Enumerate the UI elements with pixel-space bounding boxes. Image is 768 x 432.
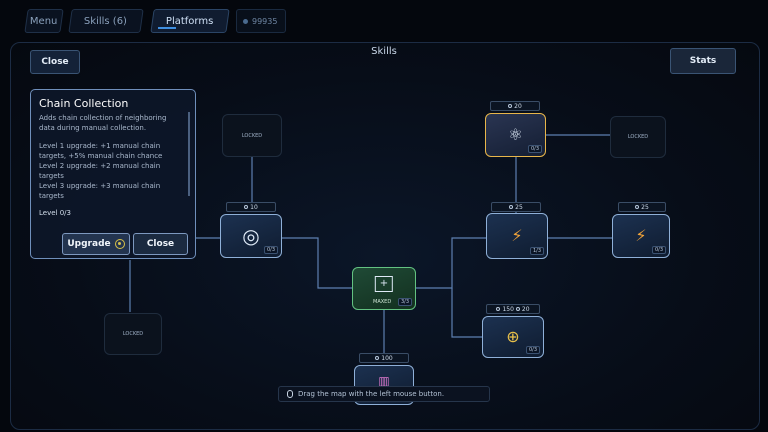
- top-bar: Menu Skills (6) Platforms 99935: [0, 0, 768, 40]
- target-skill-node[interactable]: ⊕ 0/3: [482, 316, 544, 358]
- tooltip-level-details: Level 1 upgrade: +1 manual chain targets…: [39, 142, 163, 200]
- locked-label: LOCKED: [241, 132, 263, 139]
- target-cost-value-b: 20: [521, 305, 530, 313]
- bolt-b-cost-badge: 25: [618, 202, 666, 212]
- chain-cost-value: 10: [250, 203, 258, 211]
- lightning-plus-icon: ⚡: [635, 226, 647, 245]
- core-chip-icon: +: [374, 276, 394, 293]
- bolt-a-cost-badge: 25: [491, 202, 541, 212]
- target-cost-badge: 150 20: [486, 304, 540, 314]
- link-chain-center: [282, 237, 352, 289]
- currency-icon: [635, 205, 640, 209]
- currency-icon: [243, 18, 248, 24]
- bolt-b-level-count: 0/3: [651, 246, 666, 254]
- core-level-count: 3/3: [397, 298, 412, 306]
- gold-cost-value: 20: [514, 102, 522, 110]
- locked-label: LOCKED: [122, 331, 144, 337]
- locked-label: LOCKED: [627, 134, 649, 140]
- locked-skill-node-top[interactable]: LOCKED: [222, 114, 282, 157]
- bolt-b-cost-value: 25: [641, 203, 649, 211]
- link-center-target: [451, 288, 482, 338]
- currency-icon: [496, 307, 501, 311]
- bottom-cost-value: 100: [381, 354, 393, 362]
- link-center-bolt: [416, 237, 486, 289]
- drag-hint: Drag the map with the left mouse button.: [278, 386, 490, 402]
- bolt-a-cost-value: 25: [515, 203, 523, 211]
- tooltip-scrollbar[interactable]: [188, 112, 190, 196]
- chain-collection-node[interactable]: ◎ 0/3: [220, 214, 282, 258]
- drag-hint-text: Drag the map with the left mouse button.: [298, 390, 445, 398]
- tooltip-level-status: Level 0/3: [39, 209, 71, 217]
- gold-level-count: 0/3: [527, 145, 542, 153]
- bars-icon: ▥: [378, 374, 390, 389]
- tooltip-title: Chain Collection: [39, 97, 129, 110]
- gold-cost-badge: 20: [490, 101, 540, 111]
- panel-title: Skills: [371, 46, 397, 57]
- chain-cost-badge: 10: [226, 202, 276, 212]
- core-skill-node[interactable]: + MAXED 3/3: [352, 267, 416, 310]
- locked-skill-node-left[interactable]: LOCKED: [104, 313, 162, 355]
- skill-tooltip: Chain Collection Adds chain collection o…: [30, 89, 196, 259]
- chain-level-count: 0/3: [263, 246, 278, 254]
- currency-icon: [508, 104, 513, 108]
- stats-button[interactable]: Stats: [670, 48, 736, 74]
- upgrade-button-label: Upgrade: [67, 239, 111, 249]
- tooltip-close-button[interactable]: Close: [133, 233, 188, 255]
- currency-icon: [509, 205, 514, 209]
- mouse-icon: [287, 390, 293, 398]
- bolt-skill-node-b[interactable]: ⚡ 0/3: [612, 214, 670, 258]
- close-button[interactable]: Close: [30, 50, 80, 74]
- spiral-icon: ◎: [242, 224, 260, 248]
- target-cost-value-a: 150: [502, 305, 514, 313]
- currency-display: 99935: [236, 9, 286, 33]
- upgrade-cost-icon: [114, 239, 125, 249]
- upgrade-button[interactable]: Upgrade: [62, 233, 130, 255]
- currency-value: 99935: [252, 16, 278, 26]
- network-icon: ⚛: [508, 125, 523, 144]
- target-level-count: 0/3: [525, 346, 540, 354]
- highlighted-skill-node[interactable]: ⚛ 0/3: [485, 113, 546, 157]
- bottom-cost-badge: 100: [359, 353, 409, 363]
- tooltip-description: Adds chain collection of neighboring dat…: [39, 114, 167, 132]
- maxed-label: MAXED: [373, 299, 392, 305]
- currency-icon: [244, 205, 249, 209]
- locked-skill-node-right[interactable]: LOCKED: [610, 116, 666, 158]
- bolt-a-level-count: 1/3: [529, 247, 544, 255]
- currency-icon: [375, 356, 380, 360]
- crosshair-icon: ⊕: [506, 327, 520, 346]
- lightning-icon: ⚡: [511, 226, 523, 245]
- secondary-currency-icon: [515, 307, 520, 311]
- bolt-skill-node-a[interactable]: ⚡ 1/3: [486, 213, 548, 259]
